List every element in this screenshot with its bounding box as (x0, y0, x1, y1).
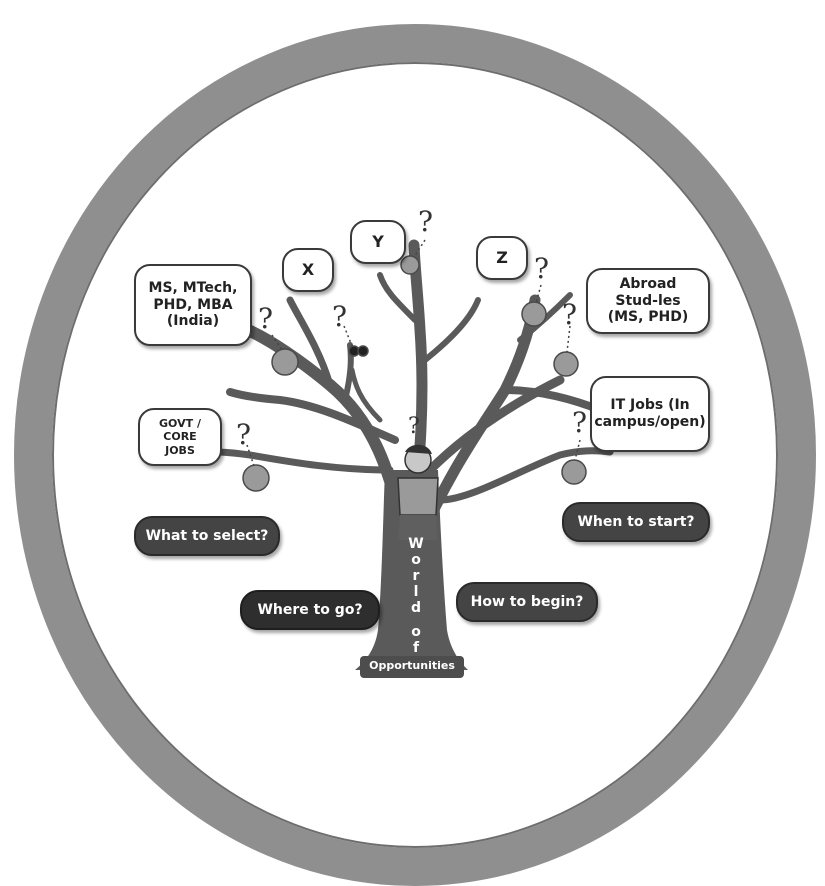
fruits (242, 255, 587, 492)
fruit (553, 351, 579, 377)
fruit (561, 459, 587, 485)
question-mark: ? (562, 298, 578, 331)
bubble-ms-india: MS, MTech, PHD, MBA (India) (134, 264, 252, 346)
trunk-letter: o (411, 624, 421, 640)
bubble-it-jobs: IT Jobs (In campus/open) (590, 376, 710, 452)
bubble-z: Z (476, 236, 528, 280)
question-mark: ? (534, 252, 550, 285)
dotted-hooks (246, 239, 581, 467)
bubble-y: Y (350, 220, 406, 264)
question-mark: ? (418, 205, 434, 238)
fruit-cherry (357, 345, 369, 357)
trunk-base-label: Opportunities (369, 659, 455, 672)
trunk-letter: l (413, 584, 419, 600)
question-mark-over-head: ? (408, 414, 420, 439)
fruit (271, 348, 299, 376)
fruit (242, 464, 270, 492)
trunk-letter: W (408, 536, 424, 552)
tree-branches (211, 239, 614, 551)
bubble-how-to-begin: How to begin? (456, 582, 598, 622)
bubble-where-to-go: Where to go? (240, 590, 380, 630)
bubble-what-to-select: What to select? (134, 516, 280, 556)
trunk-letter: f (412, 640, 420, 656)
thinking-person (397, 444, 439, 540)
bubble-govt-core-jobs: GOVT / CORE JOBS (138, 408, 222, 466)
trunk-letter: r (412, 568, 420, 584)
question-mark: ? (572, 406, 588, 439)
outer-ring-inner-edge (52, 62, 778, 848)
question-mark: ? (332, 300, 348, 333)
fruit (521, 301, 547, 327)
tree-trunk (355, 470, 468, 670)
question-mark: ? (258, 302, 274, 335)
bubble-abroad-studies: Abroad Stud-les (MS, PHD) (586, 268, 710, 334)
bubble-x: X (282, 248, 334, 292)
trunk-base (360, 656, 464, 678)
fruit (400, 255, 420, 275)
question-mark: ? (236, 418, 252, 451)
bubble-when-to-start: When to start? (562, 502, 710, 542)
trunk-letter: o (411, 552, 421, 568)
outer-ring (14, 24, 816, 886)
trunk-letter: d (410, 600, 422, 616)
